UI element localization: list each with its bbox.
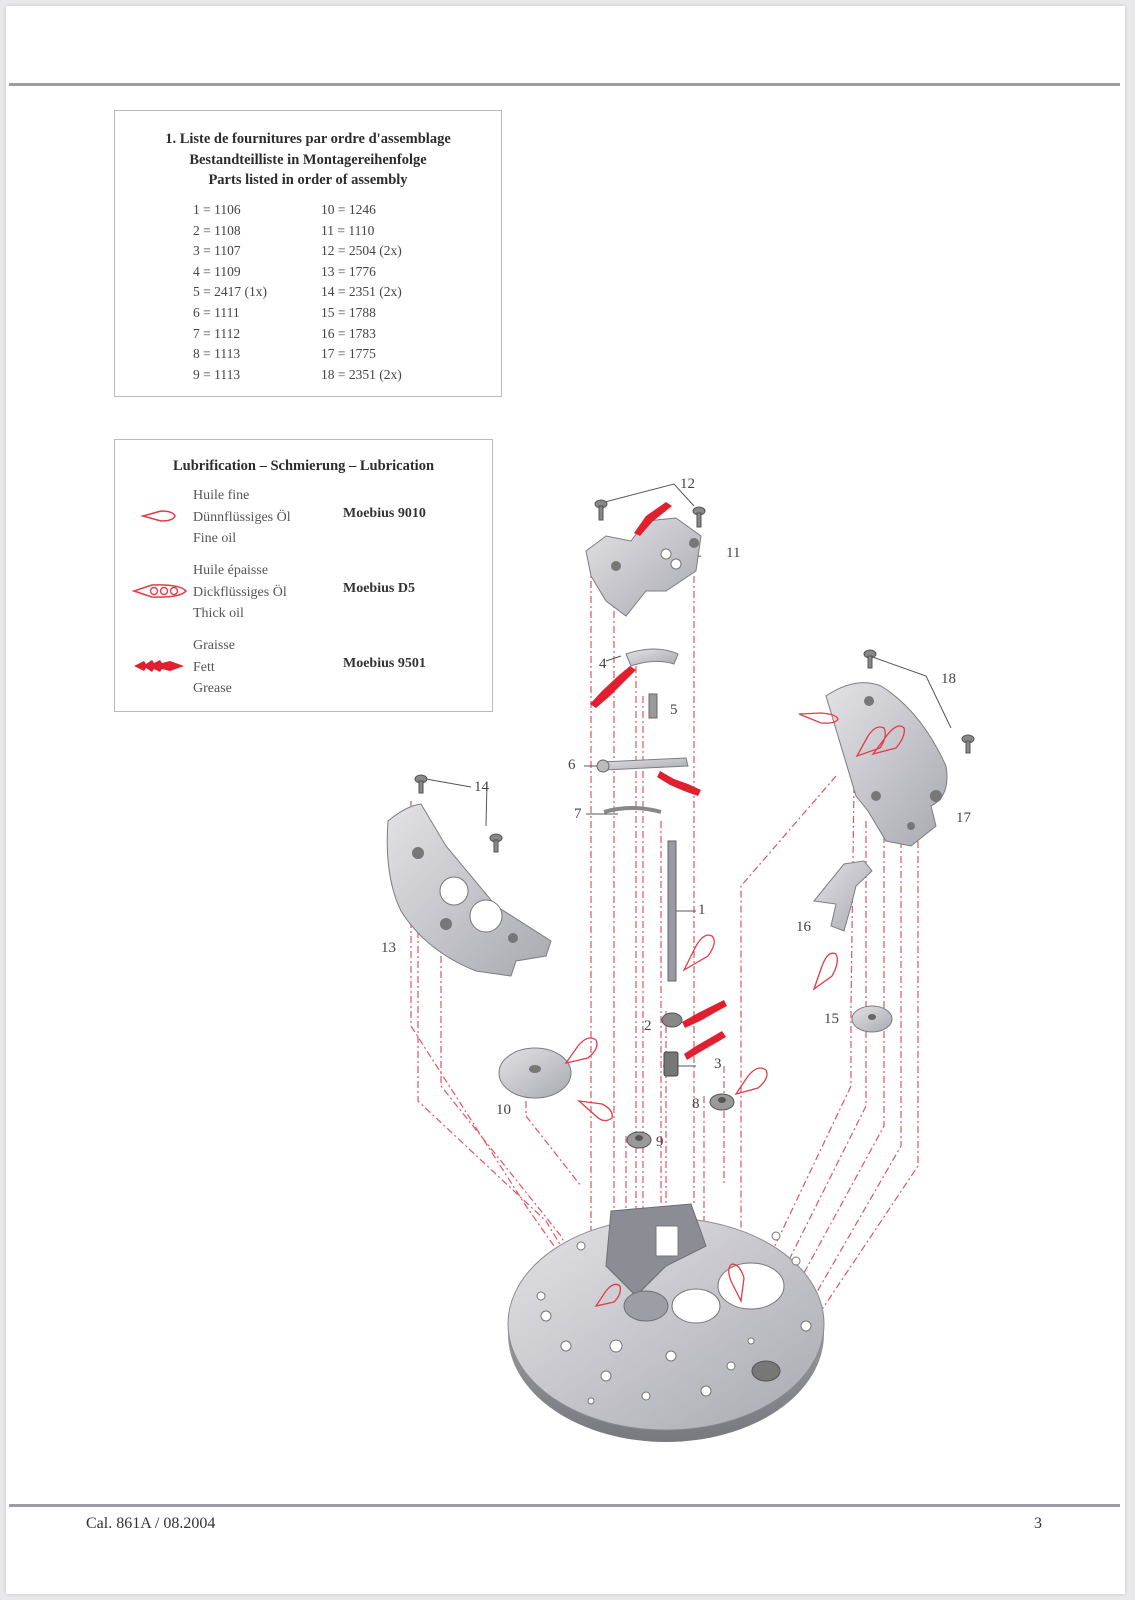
part-entry: 11 = 1110 (321, 222, 375, 238)
fine-oil-icon (140, 510, 176, 522)
callout-1: 1 (698, 902, 706, 918)
part-entry: 3 = 1107 (193, 243, 241, 259)
callout-4: 4 (599, 656, 607, 672)
bridge-part-17 (825, 682, 948, 847)
lubrication-legend: Lubrification – Schmierung – Lubrication… (114, 439, 493, 712)
callout-17: 17 (956, 810, 972, 826)
part-entry: 1 = 1106 (193, 202, 241, 217)
callout-14: 14 (474, 779, 490, 795)
part-entry: 14 = 2351 (2x) (321, 284, 402, 300)
part-3 (663, 1051, 679, 1077)
parts-list-columns: 1 = 1106 2 = 1108 3 = 1107 4 = 1109 5 = … (193, 200, 449, 385)
bridge-part-11 (585, 517, 702, 617)
lubrication-label: Fett (193, 659, 215, 675)
part-entry: 6 = 1111 (193, 304, 240, 320)
callout-8: 8 (692, 1096, 700, 1112)
grease-icon (134, 660, 184, 672)
page-number: 3 (1034, 1515, 1042, 1532)
callout-9: 9 (656, 1134, 664, 1150)
parts-column-2: 10 = 1246 11 = 1110 12 = 2504 (2x) 13 = … (321, 200, 449, 385)
lubricant-product: Moebius 9010 (343, 506, 426, 521)
lubrication-label: Grease (193, 681, 232, 696)
parts-title-fr: 1. Liste de fournitures par ordre d'asse… (165, 131, 451, 147)
lubrication-label: Thick oil (193, 606, 244, 621)
callout-labels: 1 2 3 4 5 6 7 8 9 10 11 12 13 14 15 16 1… (381, 476, 972, 1150)
part-9 (626, 1131, 652, 1149)
callout-7: 7 (574, 806, 582, 822)
main-plate (507, 1203, 825, 1442)
part-entry: 4 = 1109 (193, 263, 241, 279)
thick-oil-icon (131, 584, 188, 598)
callout-13: 13 (381, 940, 396, 956)
part-entry: 2 = 1108 (193, 222, 241, 238)
bridge-part-13 (386, 803, 552, 977)
lubrication-label: Huile épaisse (193, 563, 269, 578)
part-8 (709, 1093, 735, 1111)
part-6 (596, 757, 689, 773)
screw-18 (863, 649, 975, 754)
part-entry: 8 = 1113 (193, 346, 241, 362)
lubrication-label: Dünnflüssiges Öl (193, 509, 291, 525)
lubricant-product: Moebius 9501 (343, 656, 426, 671)
callout-18: 18 (941, 671, 956, 687)
lubrication-item-thick-oil: Huile épaisse Dickflüssiges Öl Thick oil… (115, 560, 492, 626)
callout-11: 11 (726, 545, 740, 561)
lubrication-item-grease: Graisse Fett Grease Moebius 9501 (115, 635, 492, 701)
screw-14 (414, 774, 503, 853)
part-2 (661, 1012, 683, 1028)
callout-3: 3 (714, 1056, 722, 1072)
part-7 (603, 806, 662, 814)
oil-markers (564, 712, 905, 1307)
part-entry: 5 = 2417 (1x) (193, 284, 267, 300)
part-entry: 7 = 1112 (193, 325, 241, 341)
callout-12: 12 (680, 476, 695, 492)
callout-16: 16 (796, 919, 812, 935)
part-entry: 10 = 1246 (321, 202, 376, 217)
lubrication-label: Huile fine (193, 488, 250, 503)
part-16 (813, 860, 873, 932)
parts-list-title: 1. Liste de fournitures par ordre d'asse… (115, 129, 501, 191)
stem-part-1 (667, 840, 677, 982)
header-rule (9, 83, 1120, 86)
parts-title-de: Bestandteilliste in Montagereihenfolge (189, 151, 427, 168)
part-15 (851, 1005, 893, 1033)
exploded-assembly-diagram: 1 2 3 4 5 6 7 8 9 10 11 12 13 14 15 16 1… (381, 476, 975, 1442)
part-entry: 12 = 2504 (2x) (321, 243, 402, 259)
part-entry: 16 = 1783 (321, 325, 376, 341)
lubrication-label: Graisse (193, 638, 235, 653)
callout-15: 15 (824, 1011, 839, 1027)
part-5 (648, 693, 658, 719)
screw-12 (594, 499, 706, 528)
wheel-part-10 (498, 1047, 572, 1099)
callout-6: 6 (568, 757, 576, 773)
part-entry: 18 = 2351 (2x) (321, 366, 402, 382)
grease-markers (590, 502, 727, 1060)
lubricant-product: Moebius D5 (343, 581, 415, 596)
parts-list-box: 1. Liste de fournitures par ordre d'asse… (114, 110, 502, 397)
footer-rule (9, 1504, 1120, 1507)
footer-caliber: Cal. 861A / 08.2004 (86, 1515, 216, 1532)
part-entry: 15 = 1788 (321, 304, 376, 320)
part-4 (625, 648, 679, 667)
part-entry: 17 = 1775 (321, 346, 376, 362)
document-page: 1. Liste de fournitures par ordre d'asse… (6, 6, 1125, 1594)
callout-10: 10 (496, 1102, 511, 1118)
parts-column-1: 1 = 1106 2 = 1108 3 = 1107 4 = 1109 5 = … (193, 200, 321, 385)
callout-5: 5 (670, 702, 678, 718)
lubrication-label: Fine oil (193, 531, 237, 546)
lubrication-item-fine-oil: Huile fine Dünnflüssiges Öl Fine oil Moe… (115, 485, 492, 551)
part-entry: 9 = 1113 (193, 366, 241, 382)
part-entry: 13 = 1776 (321, 263, 376, 279)
lubrication-title: Lubrification – Schmierung – Lubrication (172, 458, 435, 474)
lubrication-label: Dickflüssiges Öl (193, 584, 287, 600)
parts-title-en: Parts listed in order of assembly (208, 172, 408, 188)
callout-2: 2 (644, 1018, 652, 1034)
